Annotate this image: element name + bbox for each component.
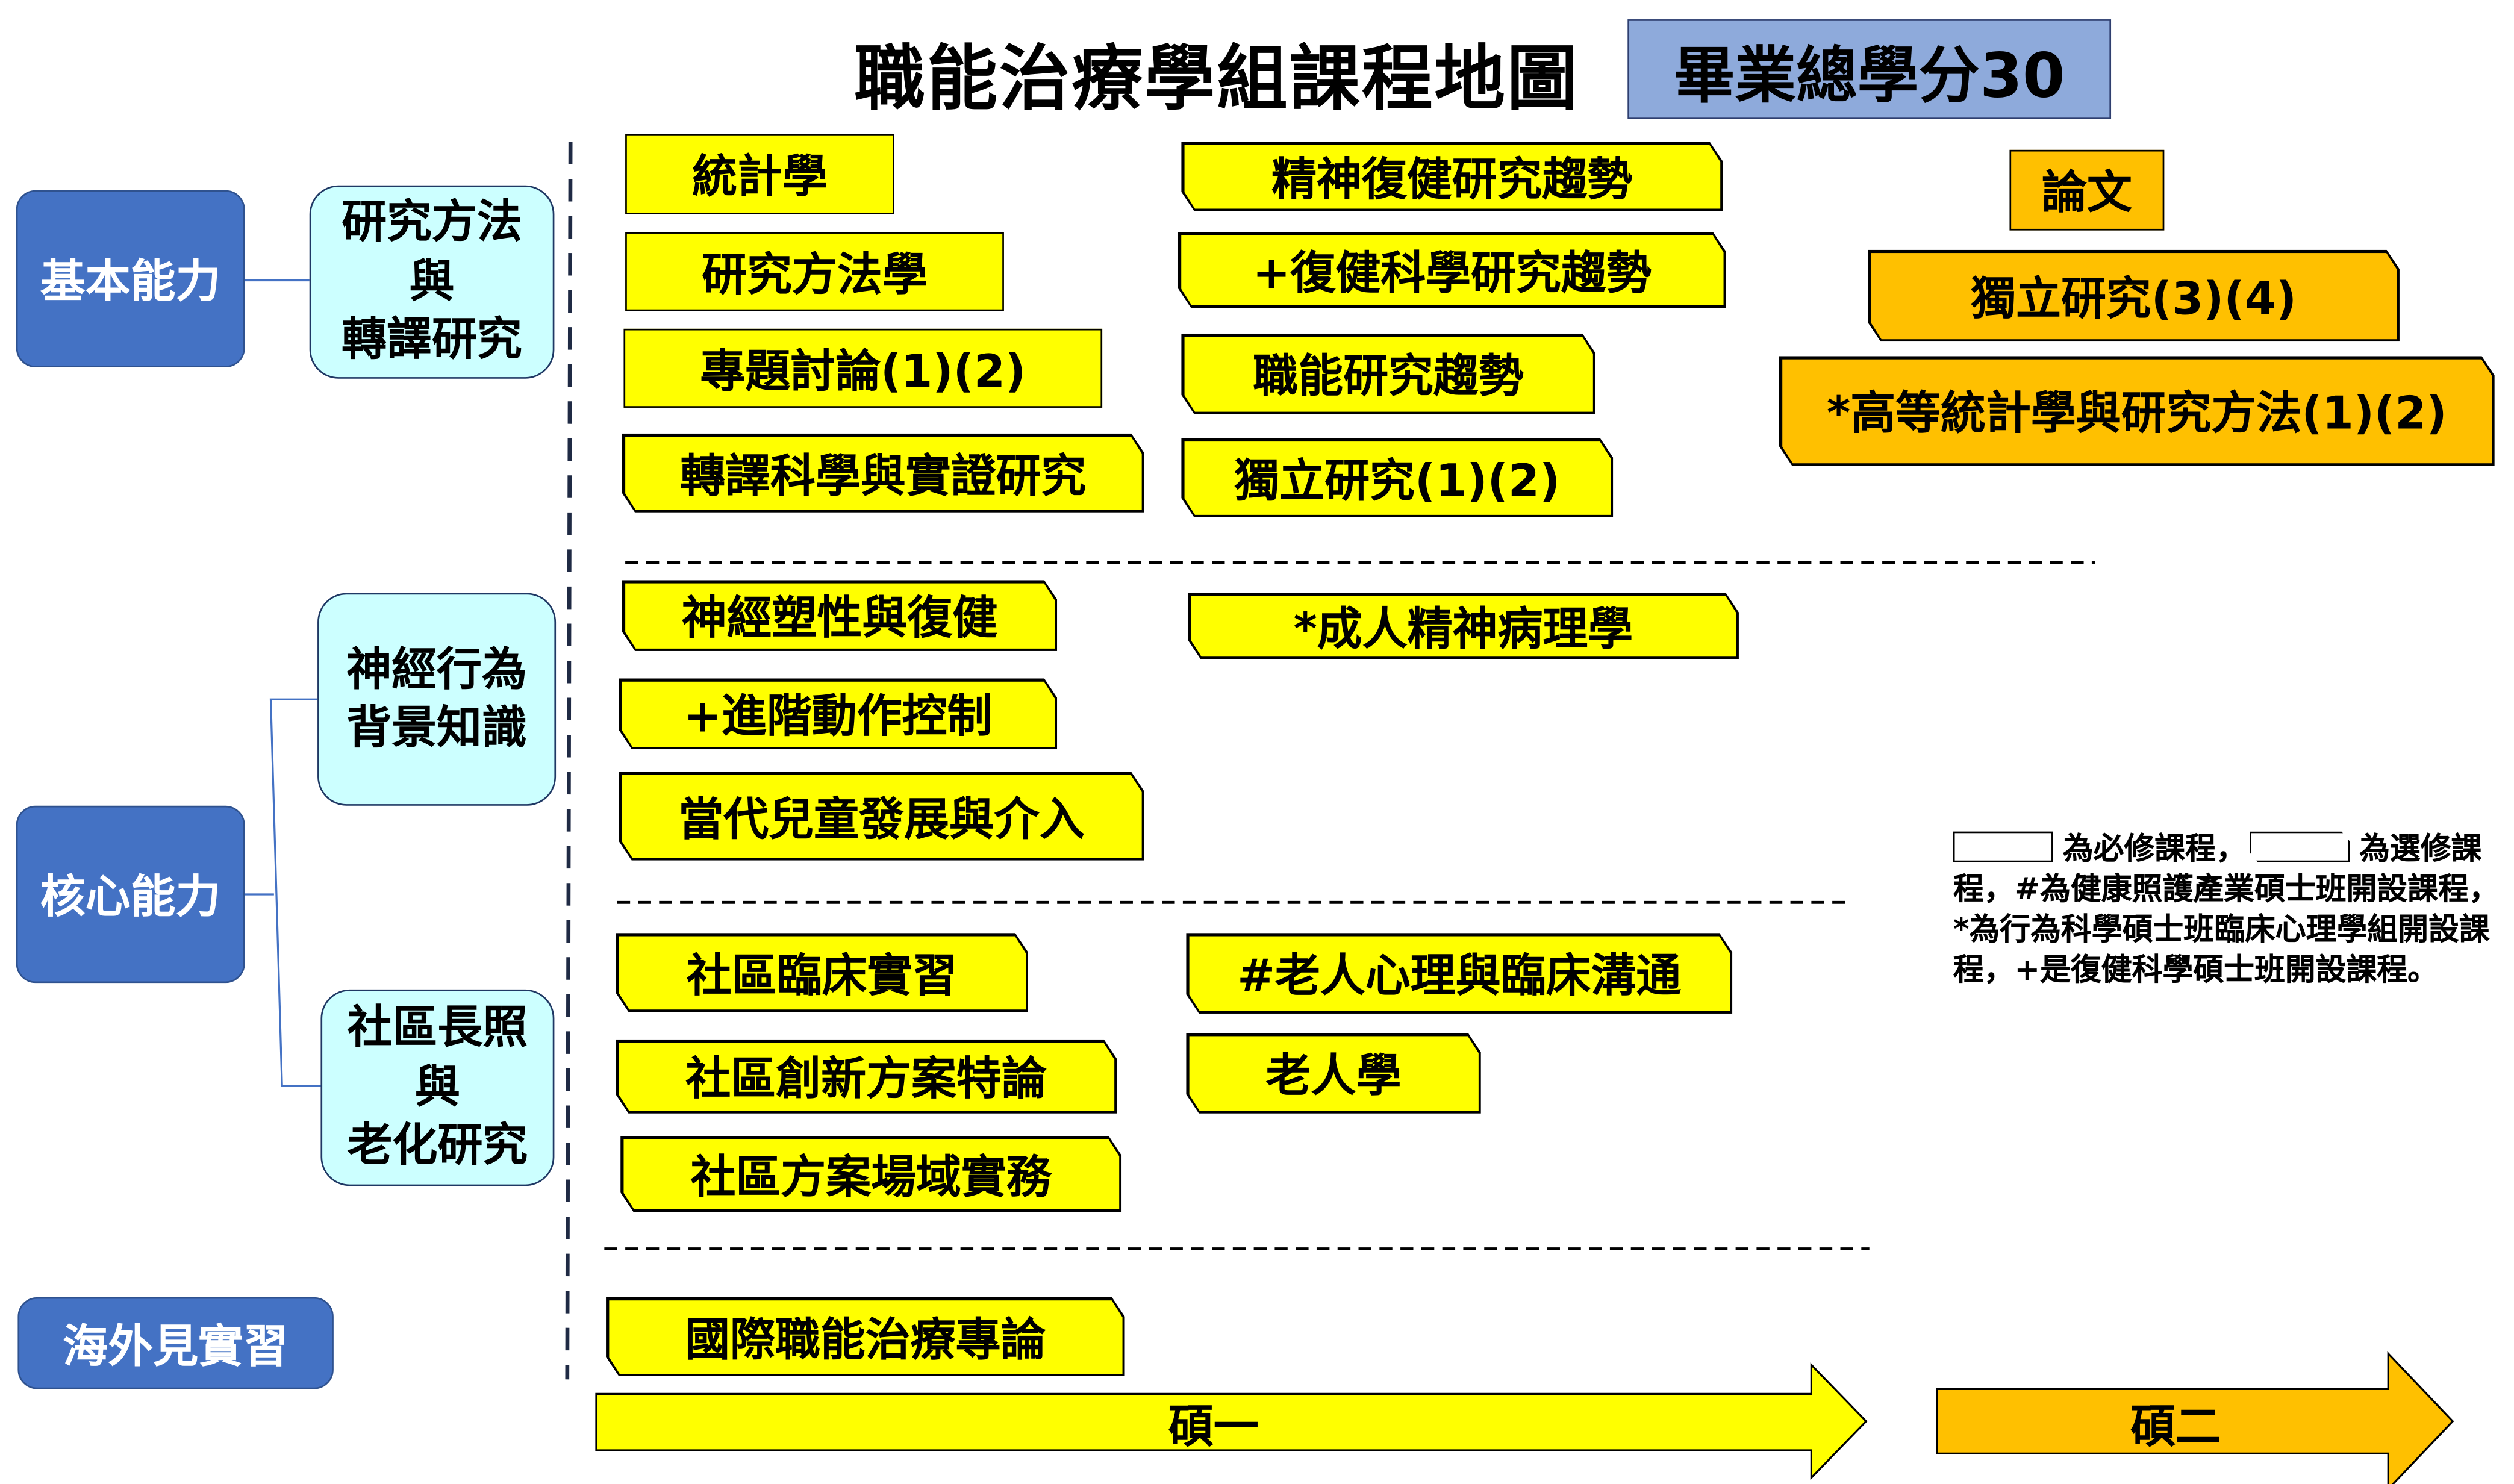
subcategory-line: 老化研究 (347, 1118, 528, 1172)
course-label: 轉譯科學與實證研究 (625, 436, 1142, 510)
course-label: 社區方案場域實務 (623, 1138, 1119, 1209)
subcategory-line: 與 (409, 254, 455, 308)
course-elderly-psych: #老人心理與臨床溝通 (1186, 933, 1732, 1014)
course-label: 神經塑性與復健 (625, 582, 1055, 649)
course-adv-stats: *高等統計學與研究方法(1)(2) (1779, 356, 2495, 466)
legend: 為必修課程，為選修課程，#為健康照護產業碩士班開設課程，*為行為科學碩士班臨床心… (1953, 830, 2509, 991)
year1-arrow (595, 1362, 1868, 1480)
course-community-field: 社區方案場域實務 (620, 1136, 1121, 1212)
category-overseas: 海外見實習 (17, 1297, 334, 1389)
course-neuroplasticity: 神經塑性與復健 (622, 580, 1057, 651)
course-label: 獨立研究(3)(4) (1870, 252, 2397, 339)
connector (269, 698, 321, 1087)
timeline-divider (565, 142, 573, 1380)
legend-notes: #為健康照護產業碩士班開設課程，*為行為科學碩士班臨床心理學組開設課程，+是復健… (1953, 871, 2500, 988)
course-community-practicum: 社區臨床實習 (616, 933, 1028, 1012)
year2-label: 碩二 (2130, 1400, 2221, 1454)
course-label: #老人心理與臨床溝通 (1188, 935, 1730, 1011)
course-gerontology: 老人學 (1186, 1033, 1481, 1114)
course-independent-12: 獨立研究(1)(2) (1181, 438, 1613, 517)
course-label: 國際職能治療專論 (608, 1300, 1123, 1374)
course-independent-34: 獨立研究(3)(4) (1868, 250, 2400, 342)
legend-required: 為必修課程， (2062, 831, 2247, 867)
required-swatch (1953, 831, 2053, 862)
course-statistics: 統計學 (625, 134, 894, 214)
subcategory-line: 與 (414, 1060, 460, 1114)
subcategory-neuro: 神經行為 背景知識 (317, 593, 557, 806)
course-label: 職能研究趨勢 (1184, 336, 1593, 412)
course-label: 當代兒童發展與介入 (621, 775, 1141, 858)
category-basic: 基本能力 (16, 190, 245, 368)
course-label: *高等統計學與研究方法(1)(2) (1782, 358, 2492, 463)
course-community-innovation: 社區創新方案特論 (616, 1040, 1117, 1114)
course-label: +進階動作控制 (621, 681, 1055, 747)
subcategory-line: 研究方法 (342, 195, 522, 249)
total-credits-badge: 畢業總學分30 (1627, 19, 2112, 119)
course-psych-rehab-trends: 精神復健研究趨勢 (1181, 142, 1723, 211)
course-intl-ot: 國際職能治療專論 (606, 1297, 1125, 1376)
course-rehab-sci-trends: +復健科學研究趨勢 (1178, 232, 1726, 308)
subcategory-line: 神經行為 (346, 642, 527, 696)
course-research-methods: 研究方法學 (625, 232, 1004, 311)
course-thesis: 論文 (2009, 149, 2165, 231)
course-label: 老人學 (1188, 1035, 1479, 1111)
legend-elective: 為選修課程， (1953, 831, 2482, 908)
course-motor-control: +進階動作控制 (619, 678, 1057, 749)
course-label: 社區創新方案特論 (618, 1042, 1114, 1111)
elective-swatch (2250, 832, 2350, 862)
course-label: 精神復健研究趨勢 (1184, 144, 1720, 208)
year1-label: 碩一 (1168, 1400, 1259, 1454)
course-label: +復健科學研究趨勢 (1181, 234, 1724, 305)
course-label: *成人精神病理學 (1190, 596, 1736, 657)
course-seminar: 專題討論(1)(2) (623, 328, 1103, 408)
course-label: 獨立研究(1)(2) (1184, 441, 1611, 515)
year2-arrow (1936, 1351, 2454, 1484)
category-core: 核心能力 (16, 805, 245, 984)
course-adult-psychopathology: *成人精神病理學 (1188, 593, 1739, 659)
course-translational: 轉譯科學與實證研究 (622, 434, 1144, 513)
course-child-dev: 當代兒童發展與介入 (619, 772, 1144, 861)
subcategory-line: 轉譯研究 (342, 313, 522, 366)
subcategory-line: 背景知識 (346, 700, 527, 755)
subcategory-line: 社區長照 (347, 1001, 528, 1055)
page-title: 職能治療學組課程地圖 (854, 39, 1580, 121)
subcategory-research: 研究方法 與 轉譯研究 (309, 185, 555, 379)
subcategory-community: 社區長照 與 老化研究 (320, 989, 555, 1186)
course-ot-trends: 職能研究趨勢 (1181, 334, 1595, 414)
course-label: 社區臨床實習 (618, 935, 1026, 1009)
